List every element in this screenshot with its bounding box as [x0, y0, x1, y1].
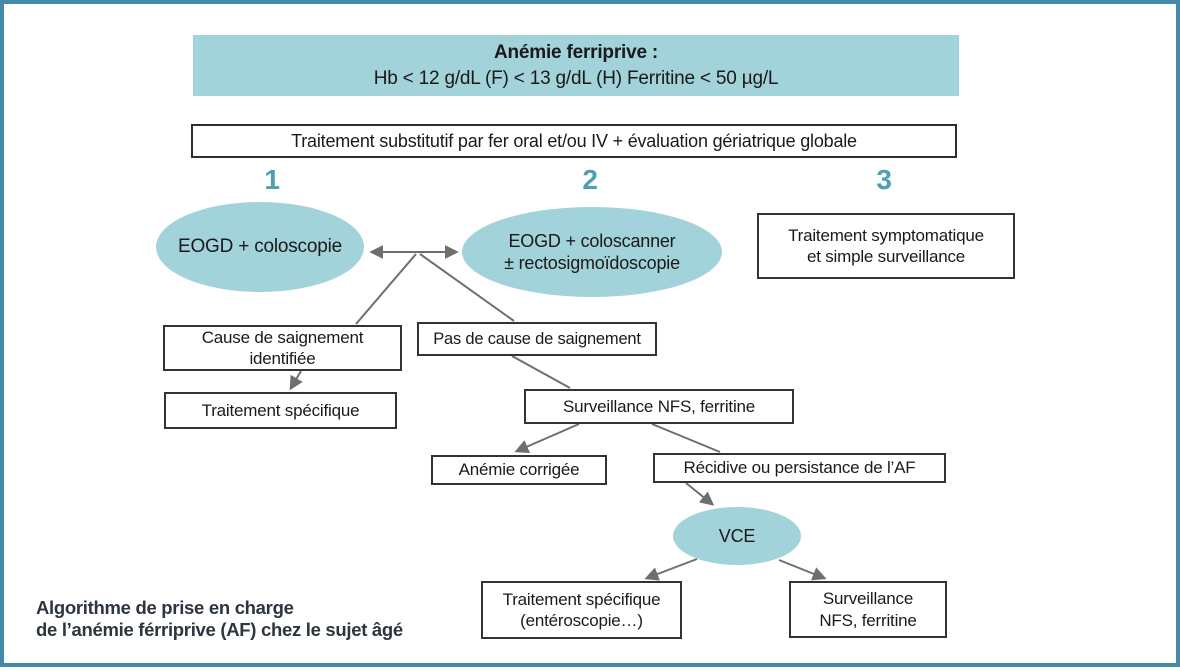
node-cause-identified: Cause de saignement identifiée — [163, 325, 402, 371]
node-label: EOGD + coloscopie — [178, 236, 342, 258]
connector-surveillance-to-anemia — [514, 423, 580, 453]
connector-fork-left — [355, 253, 417, 325]
node-recurrence-persistence: Récidive ou persistance de l’AF — [653, 453, 946, 483]
node-symptomatic-treatment: Traitement symptomatique et simple surve… — [757, 213, 1015, 279]
anemia-definition-header: Anémie ferriprive : Hb < 12 g/dL (F) < 1… — [193, 35, 959, 96]
caption-line1: Algorithme de prise en charge — [36, 597, 294, 618]
connector-recidive-to-vce — [685, 482, 715, 506]
node-label-line1: Surveillance — [822, 589, 914, 609]
treatment-banner: Traitement substitutif par fer oral et/o… — [191, 124, 957, 158]
connector-nocause-to-surveillance — [511, 355, 571, 389]
node-label: VCE — [718, 525, 756, 546]
node-vce: VCE — [673, 507, 801, 565]
node-label-line2: et simple surveillance — [806, 247, 966, 266]
connector-vce-to-enteroscopy — [644, 558, 698, 581]
figure-caption: Algorithme de prise en charge de l’anémi… — [36, 597, 403, 641]
connector-vce-to-final-surveillance — [778, 559, 827, 581]
node-label: Surveillance NFS, ferritine — [562, 396, 756, 416]
node-label-line2: ± rectosigmoïdoscopie — [504, 253, 680, 273]
node-specific-treatment-enteroscopy: Traitement spécifique (entéroscopie…) — [481, 581, 682, 639]
node-label: Récidive ou persistance de l’AF — [683, 458, 916, 478]
node-surveillance-nfs: Surveillance NFS, ferritine — [524, 389, 794, 424]
node-label-line2: (entéroscopie…) — [520, 611, 643, 630]
node-specific-treatment: Traitement spécifique — [164, 392, 397, 429]
connector-surveillance-to-recidive — [651, 423, 721, 453]
node-label-line2: NFS, ferritine — [819, 610, 917, 630]
node-no-cause-found: Pas de cause de saignement — [417, 322, 657, 356]
node-label: Traitement spécifique — [201, 400, 360, 420]
node-final-surveillance: Surveillance NFS, ferritine — [789, 581, 947, 638]
node-eogd-coloscanner: EOGD + coloscanner ± rectosigmoïdoscopie — [462, 207, 722, 297]
node-label-line1: Traitement spécifique — [502, 589, 661, 609]
branch-number-2: 2 — [582, 164, 598, 195]
header-criteria: Hb < 12 g/dL (F) < 13 g/dL (H) Ferritine… — [373, 67, 779, 89]
node-label-line1: Traitement symptomatique — [788, 225, 984, 245]
branch-number-3: 3 — [876, 164, 892, 195]
node-label: Pas de cause de saignement — [433, 329, 641, 348]
header-title: Anémie ferriprive : — [493, 41, 659, 63]
connector-cause-to-specific — [289, 370, 303, 391]
node-label: Anémie corrigée — [458, 460, 580, 480]
treatment-banner-label: Traitement substitutif par fer oral et/o… — [291, 130, 857, 151]
caption-line2: de l’anémie férriprive (AF) chez le suje… — [36, 619, 403, 641]
node-label-line2: identifiée — [249, 349, 316, 368]
node-label-line1: Cause de saignement — [201, 327, 364, 347]
node-eogd-coloscopie: EOGD + coloscopie — [156, 202, 364, 292]
node-label-line1: EOGD + coloscanner — [508, 230, 676, 251]
node-anemia-corrected: Anémie corrigée — [431, 455, 607, 485]
branch-number-1: 1 — [264, 164, 280, 195]
